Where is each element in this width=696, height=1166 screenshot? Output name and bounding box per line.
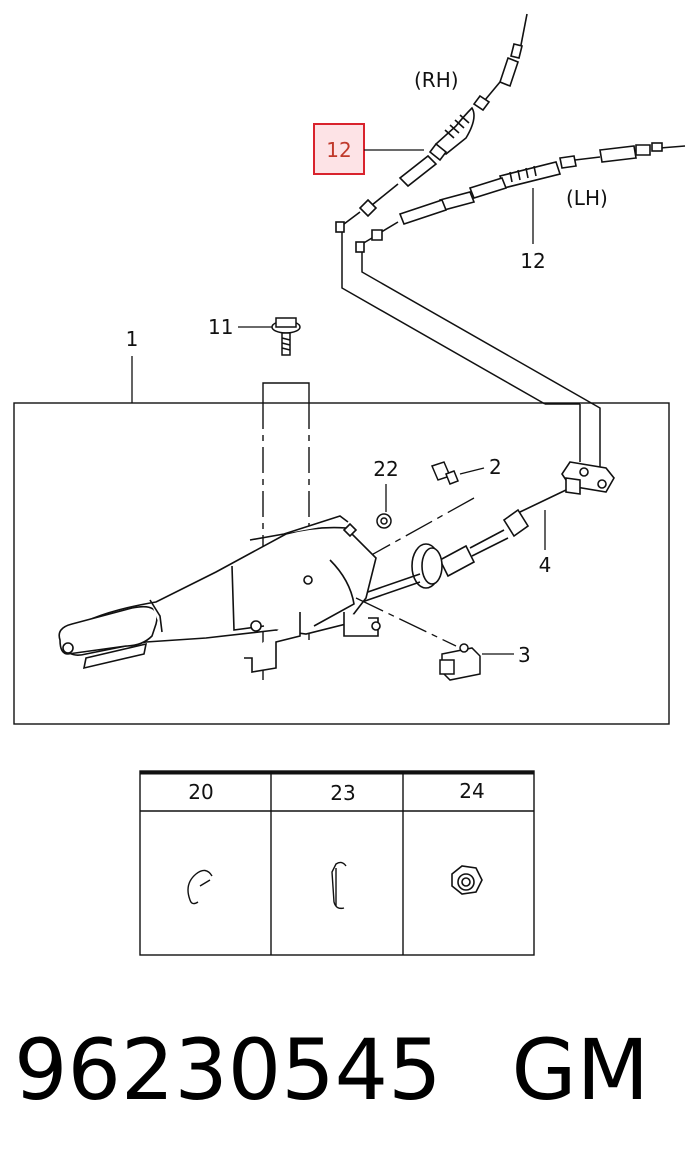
callout-1-label: 1	[126, 327, 139, 351]
brand-name: GM	[511, 1021, 650, 1119]
callout-4: 4	[539, 510, 552, 577]
parts-table: 20 23 24	[139, 770, 535, 956]
table-header-23: 23	[330, 781, 355, 805]
highlighted-callout-12[interactable]: 12	[313, 123, 424, 175]
callout-22: 22	[373, 457, 399, 529]
callout-11: 11	[208, 315, 274, 339]
main-cable	[361, 489, 567, 603]
lh-label: (LH)	[566, 186, 608, 210]
clip-20-icon	[187, 869, 213, 905]
callout-12-lh-label: 12	[520, 249, 545, 273]
assembly-frame	[13, 402, 670, 725]
callout-4-label: 4	[539, 553, 552, 577]
callout-2-label: 2	[489, 455, 502, 479]
callout-3-label: 3	[518, 643, 531, 667]
hand-brake-lever	[58, 515, 381, 673]
bolt-icon	[271, 317, 301, 356]
callout-22-label: 22	[373, 457, 398, 481]
lh-cable	[355, 142, 686, 253]
rh-label: (RH)	[414, 68, 459, 92]
table-header-20: 20	[188, 780, 213, 804]
callout-1: 1	[126, 327, 139, 403]
table-header-24: 24	[459, 779, 484, 803]
callout-11-label: 11	[208, 315, 233, 339]
callout-3: 3	[355, 597, 531, 681]
equalizer-bracket	[561, 461, 615, 495]
spring-clip-23-icon	[331, 861, 347, 910]
callout-2: 2	[329, 455, 502, 579]
nut-24-icon	[451, 865, 483, 895]
callout-12-lh: 12	[520, 188, 546, 273]
clip-22-icon	[376, 513, 392, 529]
rh-cable	[335, 13, 528, 233]
cable-routing	[341, 232, 601, 470]
highlight-label: 12	[326, 138, 351, 162]
screw-icon	[430, 461, 459, 485]
part-number: 96230545	[14, 1021, 442, 1119]
switch-icon	[439, 643, 481, 681]
